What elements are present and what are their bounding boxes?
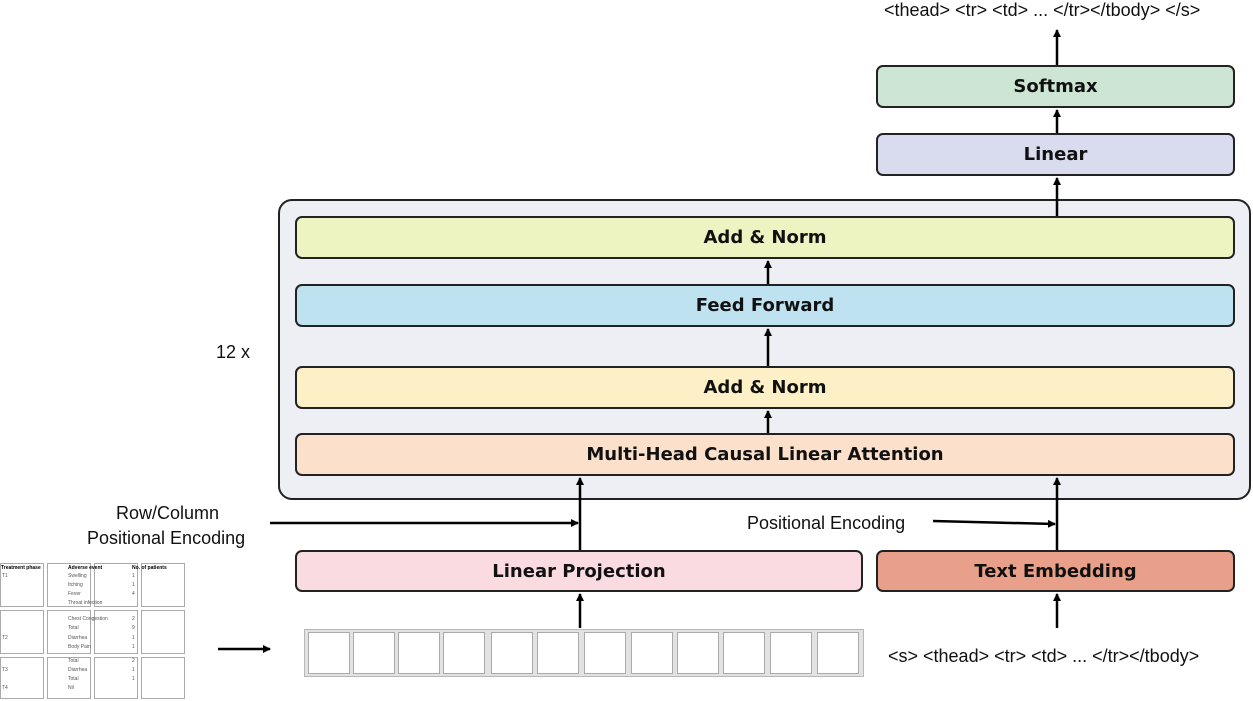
table-cell [353,632,395,674]
softmax-block: Softmax [876,65,1235,108]
table-cell [817,632,859,674]
table-cell-text: 1 [132,635,135,641]
table-cell-text: 1 [132,573,135,579]
table-cell-text: Itching [68,582,83,588]
text-embedding-block: Text Embedding [876,550,1235,592]
table-cell [0,610,44,654]
table-cell [584,632,626,674]
table-header-event: Adverse event [68,565,103,571]
linear-block: Linear [876,133,1235,176]
table-image: Treatment phase Adverse event No. of pat… [0,563,186,700]
table-cell-text: T1 [2,573,8,579]
add-norm-bottom-block: Add & Norm [295,366,1235,409]
table-cell [47,657,91,699]
image-patch-strip [304,629,864,677]
table-cell-text: Diarrhea [68,667,88,673]
table-cell [94,657,138,699]
table-cell-text: Diarrhea [68,635,88,641]
positional-encoding-label: Positional Encoding [747,513,906,533]
table-cell [141,657,185,699]
table-cell [47,610,91,654]
table-cell-text: 9 [132,625,135,631]
table-cell-text: 4 [132,591,135,597]
table-cell [398,632,440,674]
table-cell [491,632,533,674]
table-cell [47,563,91,607]
table-cell-text: Total [68,625,79,631]
table-cell [537,632,579,674]
table-cell-text: Chest Congestion [68,616,108,622]
table-cell [141,563,185,607]
table-cell [723,632,765,674]
arrow-pos-enc [932,519,1056,528]
table-cell-text: Nil [68,685,74,691]
table-cell [94,610,138,654]
table-cell-text: Total [68,676,79,682]
input-tokens-label: <s> <thead> <tr> <td> ... </tr></tbody> [888,646,1200,666]
table-cell-text: 1 [132,676,135,682]
table-cell [0,563,44,607]
table-cell [677,632,719,674]
table-header-patients: No. of patients [132,565,167,571]
table-cell [141,610,185,654]
table-cell-text: Throat infection [68,600,103,606]
table-cell-text: 2 [132,658,135,664]
table-cell-text: Swelling [68,573,87,579]
output-tokens-label: <thead> <tr> <td> ... </tr></tbody> </s> [884,0,1201,20]
table-cell-text: T2 [2,635,8,641]
table-cell-text: 1 [132,667,135,673]
row-column-pe-label: Positional Encoding [87,528,246,548]
table-cell-text: T4 [2,685,8,691]
table-cell-text: Body Pain [68,644,91,650]
table-cell-text: Fever [68,591,81,597]
table-cell [94,563,138,607]
table-cell [443,632,485,674]
linear-projection-block: Linear Projection [295,550,863,592]
feed-forward-block: Feed Forward [295,284,1235,327]
table-cell [0,657,44,699]
row-column-label: Row/Column [116,503,220,523]
table-cell-text: Total [68,658,79,664]
table-cell [770,632,812,674]
table-header-phase: Treatment phase [1,565,41,571]
add-norm-top-block: Add & Norm [295,216,1235,259]
attention-block: Multi-Head Causal Linear Attention [295,433,1235,476]
table-cell-text: T3 [2,667,8,673]
table-cell [308,632,350,674]
table-cell-text: 1 [132,644,135,650]
repeat-count-label: 12 x [216,342,251,362]
table-cell [631,632,673,674]
table-cell-text: 1 [132,582,135,588]
table-cell-text: 2 [132,616,135,622]
